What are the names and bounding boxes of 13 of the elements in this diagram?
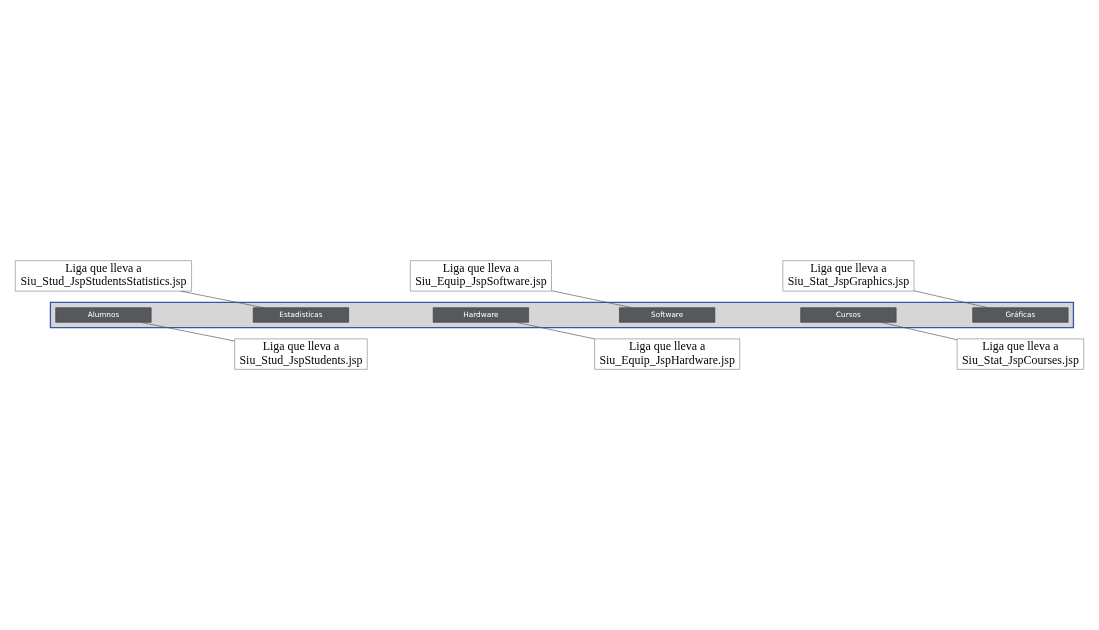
node-box: Liga que lleva a Siu_Equip_JspHardware.jsp: [594, 338, 741, 370]
connector: [515, 322, 595, 340]
node-box: Liga que lleva a Siu_Stud_JspStudents.jsp: [234, 338, 368, 370]
node-box: Liga que lleva a Siu_Equip_JspSoftware.jsp: [410, 260, 552, 292]
cluster: [49, 301, 1075, 329]
node-box: Liga que lleva a Siu_Stat_JspCourses.jsp: [956, 338, 1085, 370]
connector: [180, 290, 264, 308]
connector: [140, 322, 235, 342]
node-box: Liga que lleva a Siu_Stat_JspGraphics.jsp: [782, 260, 915, 292]
connector: [551, 290, 633, 308]
node-box: Liga que lleva a Siu_Stud_JspStudentsStatistics.jsp: [14, 260, 192, 292]
connector: [913, 290, 989, 308]
connector: [880, 322, 958, 341]
